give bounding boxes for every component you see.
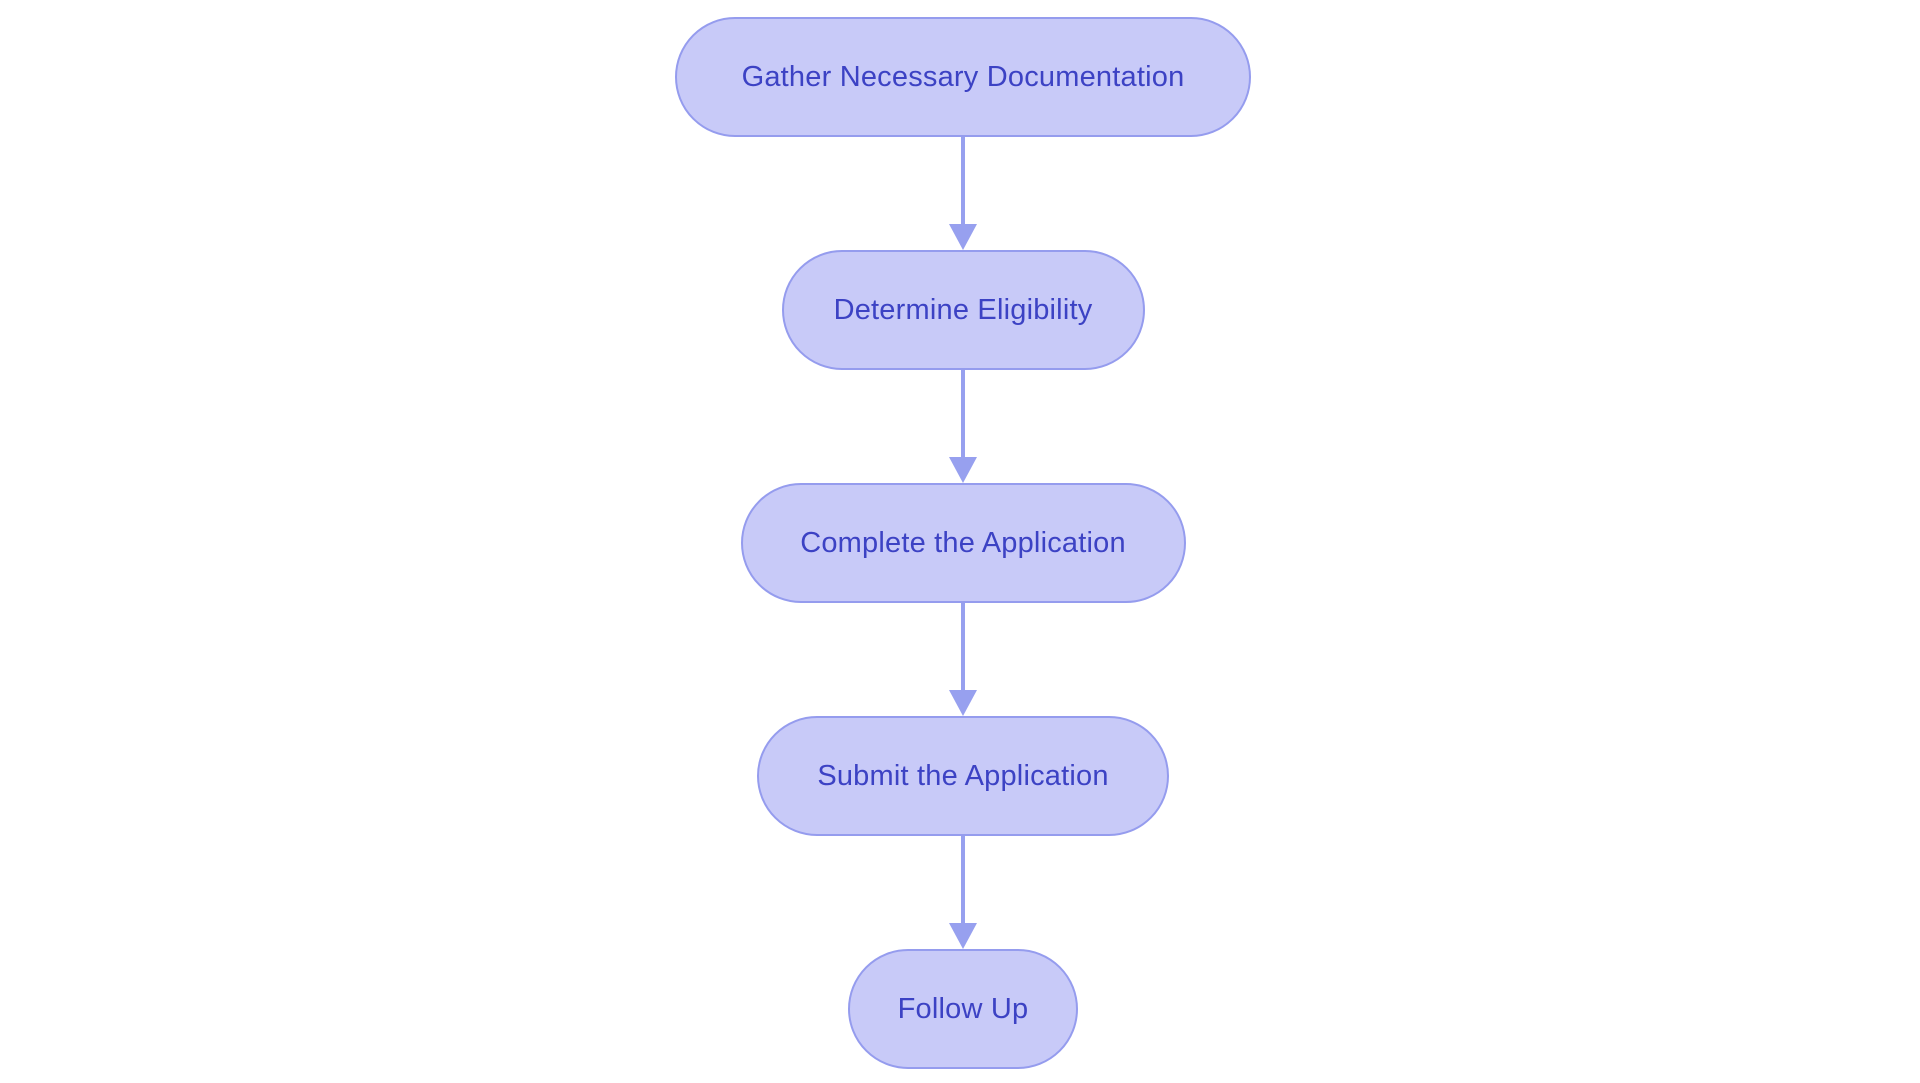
arrowhead-icon — [949, 224, 977, 250]
flow-node-gather-necessary-documentation: Gather Necessary Documentation — [675, 17, 1251, 137]
flow-node-label: Complete the Application — [800, 526, 1126, 559]
flow-node-follow-up: Follow Up — [847, 949, 1079, 1069]
flow-node-label: Follow Up — [897, 992, 1029, 1025]
arrow-down-4 — [949, 836, 977, 949]
flow-node-determine-eligibility: Determine Eligibility — [781, 250, 1145, 370]
arrowhead-icon — [949, 690, 977, 716]
flow-node-label: Determine Eligibility — [833, 293, 1093, 326]
arrowhead-icon — [949, 457, 977, 483]
flow-node-complete-the-application: Complete the Application — [740, 483, 1186, 603]
arrow-shaft — [961, 836, 965, 923]
flow-node-label: Gather Necessary Documentation — [741, 60, 1185, 93]
arrow-shaft — [961, 137, 965, 224]
arrow-down-2 — [949, 370, 977, 483]
flowchart-column: Gather Necessary Documentation Determine… — [675, 17, 1251, 1069]
arrow-down-1 — [949, 137, 977, 250]
arrowhead-icon — [949, 923, 977, 949]
flow-node-submit-the-application: Submit the Application — [757, 716, 1169, 836]
arrow-shaft — [961, 603, 965, 690]
arrow-down-3 — [949, 603, 977, 716]
arrow-shaft — [961, 370, 965, 457]
flow-node-label: Submit the Application — [817, 759, 1109, 792]
